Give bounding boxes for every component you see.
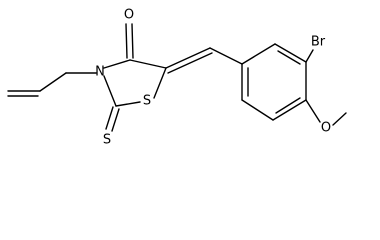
carbonyl-bond bbox=[125, 23, 134, 59]
bond-c4-n3 bbox=[103, 59, 131, 69]
atom-s-ring: S bbox=[143, 94, 151, 109]
atom-o-carbonyl: O bbox=[124, 8, 134, 23]
bond-o-ch3 bbox=[332, 112, 347, 126]
bond-s1-c5 bbox=[153, 67, 167, 99]
bond-c3-br bbox=[305, 49, 314, 63]
benzene-ring bbox=[241, 43, 307, 121]
bond-c5-c4 bbox=[129, 59, 167, 69]
exocyclic-double-bond bbox=[165, 47, 213, 74]
bond-n3-c2 bbox=[103, 75, 117, 107]
molecule-structure: O N S S Br O bbox=[7, 8, 347, 148]
atom-s-thione: S bbox=[103, 133, 111, 148]
atom-n-ring: N bbox=[95, 65, 105, 80]
allyl-chain bbox=[7, 72, 97, 97]
atom-br: Br bbox=[311, 35, 326, 50]
structure-canvas: O N S S Br O bbox=[7, 8, 347, 148]
bond-c4-o bbox=[305, 99, 321, 123]
thione-bond bbox=[105, 106, 120, 132]
thiazolidinone-ring bbox=[103, 59, 167, 107]
atom-o-methoxy: O bbox=[321, 121, 331, 136]
bond-c2-s1 bbox=[115, 101, 141, 107]
bond-ch-aryl bbox=[209, 47, 243, 65]
